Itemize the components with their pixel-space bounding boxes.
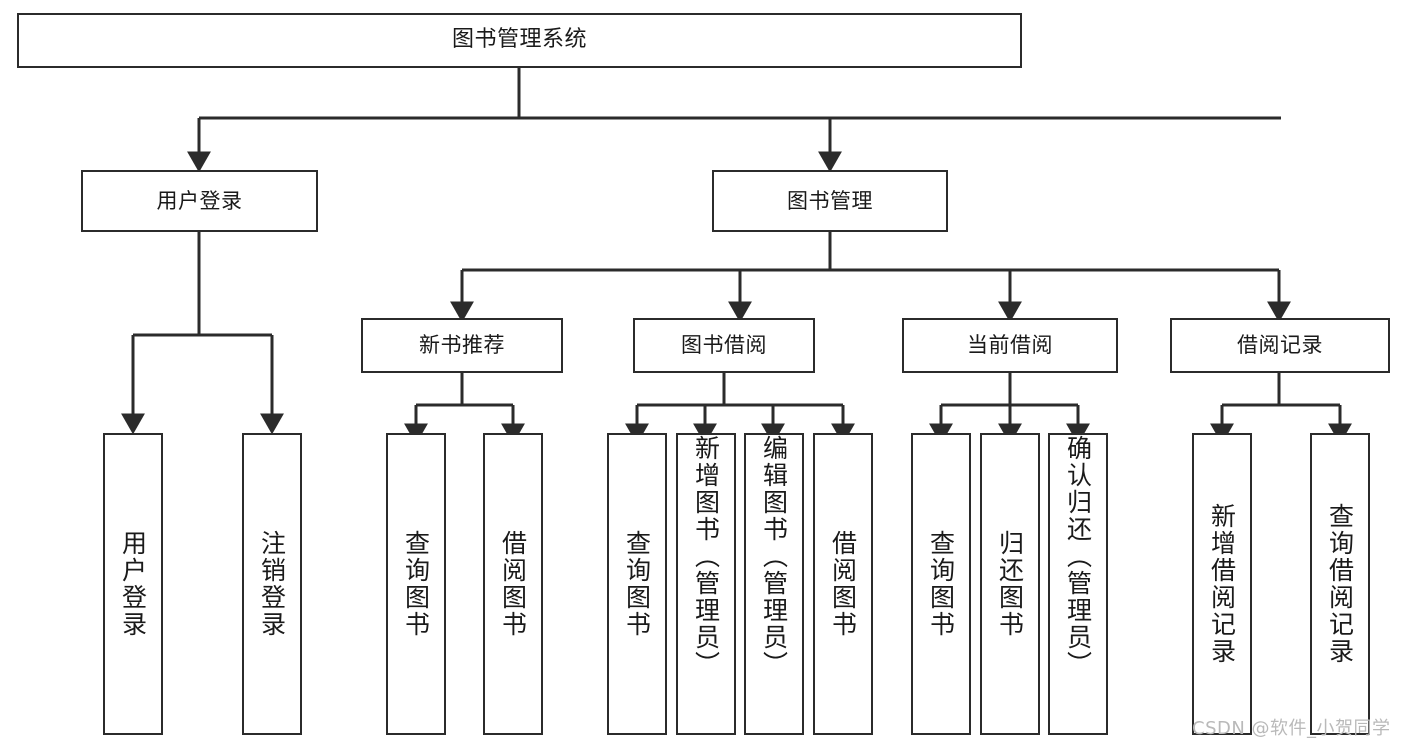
node-label: 用户登录: [156, 188, 243, 213]
node-label: 查询图书: [622, 530, 652, 638]
leaf-borrow-add-book[interactable]: 新增图书（管理员）: [676, 433, 736, 735]
node-label: 借阅记录: [1237, 333, 1323, 358]
node-label: 借阅图书: [498, 530, 528, 638]
node-label: 图书管理系统: [451, 27, 587, 53]
node-borrow-record[interactable]: 借阅记录: [1170, 318, 1390, 373]
node-new-book-recommend[interactable]: 新书推荐: [361, 318, 563, 373]
watermark-text: CSDN @软件_小贺同学: [1192, 718, 1391, 739]
node-label: 图书借阅: [681, 333, 767, 358]
node-root-system[interactable]: 图书管理系统: [17, 13, 1022, 68]
leaf-new-book-borrow[interactable]: 借阅图书: [483, 433, 543, 735]
leaf-record-query-record[interactable]: 查询借阅记录: [1310, 433, 1370, 735]
leaf-borrow-query-book[interactable]: 查询图书: [607, 433, 667, 735]
leaf-borrow-borrow-book[interactable]: 借阅图书: [813, 433, 873, 735]
node-label: 用户登录: [118, 530, 148, 638]
node-book-borrow[interactable]: 图书借阅: [633, 318, 815, 373]
leaf-user-login-login[interactable]: 用户登录: [103, 433, 163, 735]
leaf-current-query-book[interactable]: 查询图书: [911, 433, 971, 735]
node-label: 新增借阅记录: [1207, 503, 1237, 665]
leaf-borrow-edit-book[interactable]: 编辑图书（管理员）: [744, 433, 804, 735]
node-label: 借阅图书: [828, 530, 858, 638]
node-label: 新书推荐: [419, 333, 505, 358]
node-label: 注销登录: [257, 530, 287, 638]
node-current-borrow[interactable]: 当前借阅: [902, 318, 1118, 373]
leaf-user-login-logout[interactable]: 注销登录: [242, 433, 302, 735]
node-book-management[interactable]: 图书管理: [712, 170, 948, 232]
node-label: 当前借阅: [967, 333, 1053, 358]
leaf-current-confirm-return[interactable]: 确认归还（管理员）: [1048, 433, 1108, 735]
leaf-new-book-query[interactable]: 查询图书: [386, 433, 446, 735]
leaf-current-return-book[interactable]: 归还图书: [980, 433, 1040, 735]
node-label: 查询图书: [926, 530, 956, 638]
node-label: 图书管理: [787, 188, 873, 213]
node-label: 查询借阅记录: [1325, 503, 1355, 665]
node-label: 查询图书: [401, 530, 431, 638]
node-label: 编辑图书（管理员）: [759, 435, 789, 678]
node-user-login[interactable]: 用户登录: [81, 170, 318, 232]
node-label: 归还图书: [995, 530, 1025, 638]
node-label: 新增图书（管理员）: [691, 435, 721, 678]
leaf-record-add-record[interactable]: 新增借阅记录: [1192, 433, 1252, 735]
node-label: 确认归还（管理员）: [1063, 435, 1093, 678]
